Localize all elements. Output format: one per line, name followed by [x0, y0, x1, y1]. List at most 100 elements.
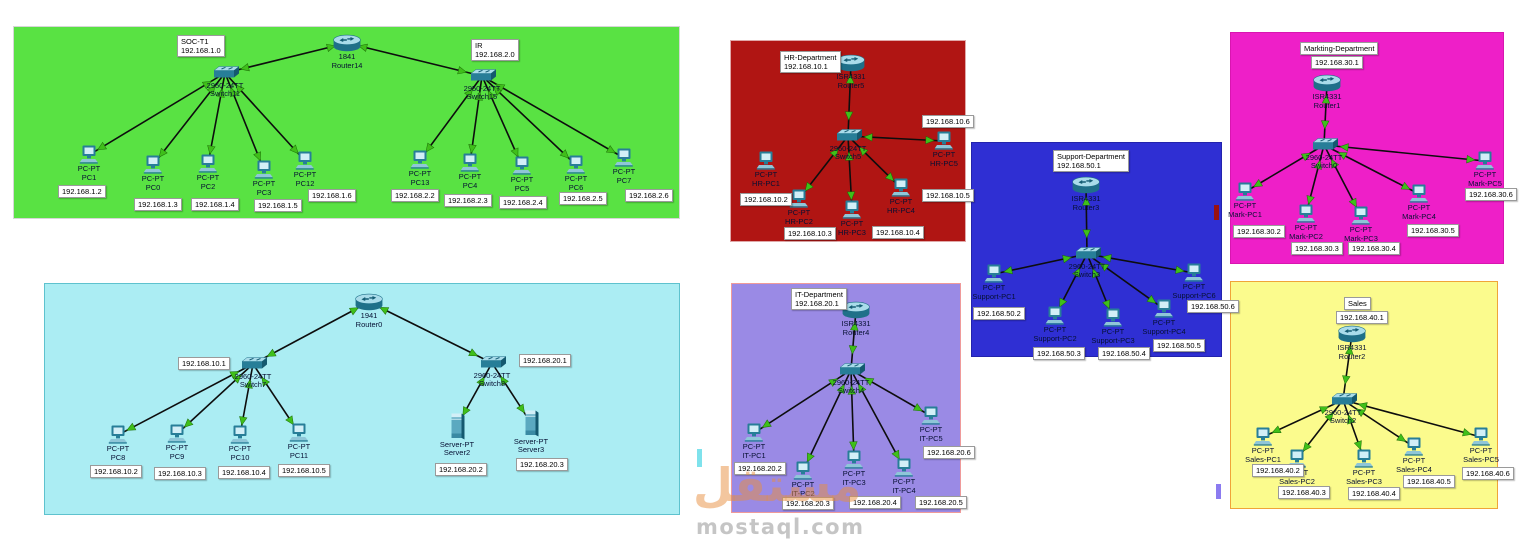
link-status-arrow	[1357, 402, 1368, 411]
device-server2[interactable]	[449, 412, 466, 441]
device-pc3[interactable]	[254, 160, 274, 180]
link-status-arrow	[468, 348, 479, 357]
device-switch5[interactable]	[833, 128, 863, 145]
link-router4-switch4[interactable]	[850, 309, 857, 371]
device-support-pc1[interactable]	[984, 264, 1004, 284]
device-switch7[interactable]	[238, 356, 268, 373]
device-pc0[interactable]	[143, 155, 163, 175]
device-hr-pc3[interactable]	[842, 200, 862, 220]
device-router14[interactable]	[332, 33, 362, 53]
device-pc10[interactable]	[230, 425, 250, 445]
device-pc9[interactable]	[167, 424, 187, 444]
device-switch15[interactable]	[467, 68, 497, 85]
support-pc3-ip-label: 192.168.50.4	[1098, 347, 1150, 360]
device-switch4[interactable]	[836, 362, 866, 379]
pc5-label-line-0: PC-PT	[510, 175, 534, 184]
device-it-pc2[interactable]	[793, 461, 813, 481]
device-it-pc1[interactable]	[744, 423, 764, 443]
device-server3[interactable]	[523, 409, 540, 438]
link-status-arrow	[229, 371, 240, 380]
router-icon	[1338, 325, 1366, 343]
device-hr-pc5[interactable]	[934, 131, 954, 151]
link-status-arrow	[849, 441, 858, 451]
device-pc1[interactable]	[79, 145, 99, 165]
device-mark-pc3[interactable]	[1351, 206, 1371, 226]
pc11-ip-label: 192.168.10.5	[278, 464, 330, 477]
device-pc12[interactable]	[295, 151, 315, 171]
device-support-pc2[interactable]	[1045, 306, 1065, 326]
switch4-label-line-1: Switch4	[837, 386, 865, 395]
device-switch11[interactable]	[210, 65, 240, 82]
device-sales-pc1[interactable]	[1253, 427, 1273, 447]
soc-network-label-line-0: SOC-T1	[181, 37, 209, 46]
device-sales-pc5[interactable]	[1471, 427, 1491, 447]
device-it-pc4[interactable]	[894, 458, 914, 478]
link-router2-switch2[interactable]	[1342, 333, 1353, 401]
it-pc1-label-line-1: IT-PC1	[742, 450, 766, 460]
device-hr-pc2[interactable]	[789, 189, 809, 209]
link-status-arrow	[1271, 425, 1282, 434]
link-switch15-pc7[interactable]	[481, 75, 625, 159]
device-it-pc5[interactable]	[921, 406, 941, 426]
device-mark-pc4[interactable]	[1409, 184, 1429, 204]
device-pc4[interactable]	[460, 153, 480, 173]
link-status-arrow	[1092, 268, 1101, 279]
device-it-pc3[interactable]	[844, 450, 864, 470]
device-pc2[interactable]	[198, 154, 218, 174]
device-switch8[interactable]	[477, 355, 507, 372]
device-sales-pc3[interactable]	[1354, 449, 1374, 469]
pc-icon	[1235, 182, 1254, 201]
router0-label-line-1: Router0	[355, 319, 383, 329]
device-router3[interactable]	[1071, 175, 1101, 195]
link-status-arrow	[488, 90, 496, 101]
device-support-pc4[interactable]	[1154, 299, 1174, 319]
device-pc13[interactable]	[410, 150, 430, 170]
link-status-arrow	[326, 43, 336, 52]
link-status-arrow	[1337, 152, 1348, 160]
link-status-arrow	[239, 416, 248, 426]
device-router0[interactable]	[354, 292, 384, 312]
device-switch3[interactable]	[1072, 246, 1102, 263]
links-layer-sales	[1262, 333, 1482, 460]
link-status-arrow	[845, 151, 854, 161]
device-pc6[interactable]	[566, 155, 586, 175]
device-mark-pc5[interactable]	[1475, 151, 1495, 171]
device-router5[interactable]	[836, 53, 866, 73]
device-mark-pc1[interactable]	[1235, 182, 1255, 202]
device-sales-pc4[interactable]	[1404, 437, 1424, 457]
pc3-label-line-1: PC3	[256, 187, 272, 197]
device-support-pc3[interactable]	[1103, 308, 1123, 328]
support-pc6-ip-label: 192.168.50.6	[1187, 300, 1239, 313]
device-pc7[interactable]	[614, 148, 634, 168]
device-pc8[interactable]	[108, 425, 128, 445]
link-switch7-pc8[interactable]	[117, 363, 254, 436]
pc0-label-line-1: PC0	[145, 182, 161, 192]
device-router2[interactable]	[1337, 324, 1367, 344]
device-router1[interactable]	[1312, 73, 1342, 93]
mark-pc5-label-line-1: Mark-PC5	[1468, 178, 1502, 188]
device-pc11[interactable]	[289, 423, 309, 443]
link-switch11-pc1[interactable]	[88, 72, 226, 156]
device-switch2[interactable]	[1328, 392, 1358, 409]
device-hr-pc1[interactable]	[756, 151, 776, 171]
router3-label-line-0: ISR4331	[1071, 194, 1101, 203]
link-router1-switch0[interactable]	[1323, 82, 1328, 146]
support-pc2-label-line-0: PC-PT	[1043, 325, 1067, 334]
sales-ip-label: 192.168.40.1	[1336, 311, 1388, 324]
link-status-arrow	[844, 111, 854, 121]
device-support-pc6[interactable]	[1184, 263, 1204, 283]
router1-label-line-1: Router1	[1313, 100, 1341, 110]
link-status-arrow	[1353, 440, 1362, 451]
device-hr-pc4[interactable]	[891, 178, 911, 198]
device-pc5[interactable]	[512, 156, 532, 176]
device-switch0[interactable]	[1309, 137, 1339, 154]
link-status-arrow	[804, 181, 814, 192]
link-switch0-mark-pc5[interactable]	[1323, 144, 1486, 162]
device-mark-pc2[interactable]	[1296, 204, 1316, 224]
